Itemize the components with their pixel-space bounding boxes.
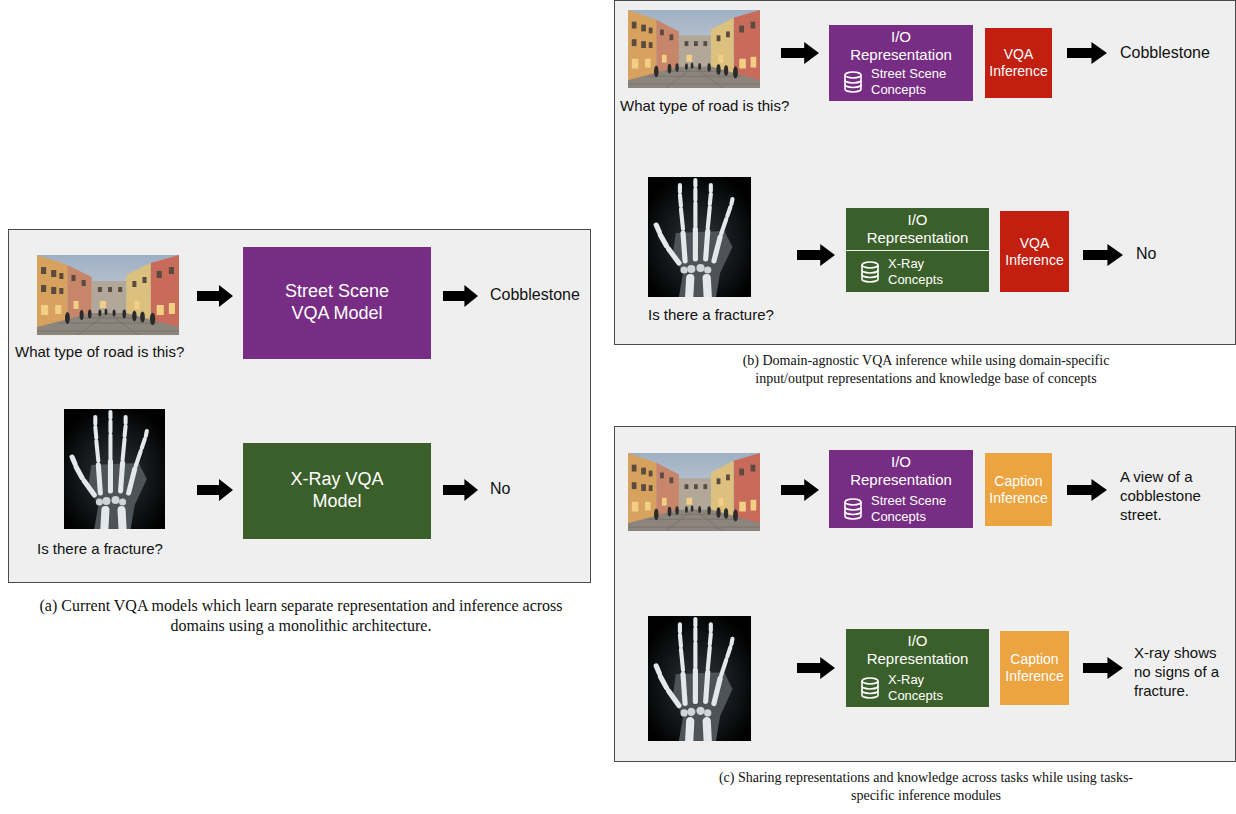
block-arrow [443, 479, 478, 501]
inference-box: VQA Inference [985, 28, 1052, 98]
panel-frame: (a) Current VQA models which learn separ… [8, 229, 591, 583]
block-arrow [1083, 244, 1123, 266]
block-arrow [197, 479, 233, 501]
xray-photo [648, 616, 751, 741]
block-arrow [797, 244, 835, 266]
street-photo [37, 255, 179, 335]
box-label: I/O Representation [859, 632, 977, 668]
concepts-box: Street Scene Concepts [829, 490, 973, 528]
representation-box: I/O Representation [829, 25, 973, 67]
xray-photo [648, 177, 751, 297]
box-label: Caption Inference [988, 473, 1049, 507]
model-box: Street Scene VQA Model [243, 247, 431, 359]
panel-caption: (b) Domain-agnostic VQA inference while … [711, 352, 1141, 387]
block-arrow [797, 657, 835, 679]
text-label: Is there a fracture? [37, 540, 163, 559]
database-icon [843, 498, 863, 520]
inference-box: Caption Inference [1000, 631, 1069, 705]
street-photo [628, 453, 760, 531]
text-label: What type of road is this? [620, 97, 789, 116]
concepts-box: X-Ray Concepts [846, 669, 989, 707]
block-arrow [781, 42, 819, 64]
text-label: Cobblestone [490, 285, 580, 305]
database-icon [843, 71, 863, 93]
panel-caption: (c) Sharing representations and knowledg… [711, 769, 1141, 804]
block-arrow [1067, 42, 1107, 64]
panel-ground [614, 0, 1236, 345]
concepts-box: Street Scene Concepts [829, 63, 973, 101]
block-arrow [1083, 657, 1123, 679]
box-label: X-Ray Concepts [888, 672, 981, 703]
block-arrow [443, 285, 478, 307]
database-icon [860, 677, 880, 699]
inference-box: VQA Inference [1000, 211, 1069, 292]
box-label: Street Scene VQA Model [267, 281, 407, 324]
box-label: Caption Inference [1003, 651, 1066, 685]
block-arrow [1067, 479, 1107, 501]
street-photo [628, 10, 760, 88]
model-box: X-Ray VQA Model [243, 443, 431, 539]
box-label: VQA Inference [988, 46, 1049, 80]
box-label: Street Scene Concepts [871, 493, 965, 524]
xray-photo [64, 409, 165, 529]
box-label: I/O Representation [859, 211, 977, 247]
block-arrow [781, 479, 819, 501]
text-label: X-ray shows no signs of a fracture. [1134, 644, 1234, 700]
text-label: No [490, 479, 510, 499]
box-label: I/O Representation [842, 28, 960, 64]
text-label: What type of road is this? [15, 343, 184, 362]
text-label: Is there a fracture? [648, 306, 774, 325]
text-label: A view of a cobblestone street. [1120, 468, 1232, 524]
box-label: X-Ray VQA Model [267, 469, 407, 512]
database-icon [860, 261, 880, 283]
panel-ground [614, 426, 1236, 762]
box-label: Street Scene Concepts [871, 66, 965, 97]
text-label: No [1136, 244, 1156, 264]
inference-box: Caption Inference [985, 453, 1052, 526]
box-label: I/O Representation [842, 453, 960, 489]
text-label: Cobblestone [1120, 43, 1210, 63]
block-arrow [197, 285, 233, 307]
representation-box: I/O Representation [846, 208, 989, 250]
panel-ground [8, 229, 591, 583]
representation-box: I/O Representation [846, 629, 989, 671]
concepts-box: X-Ray Concepts [846, 251, 989, 292]
panel-caption: (a) Current VQA models which learn separ… [31, 596, 571, 636]
representation-box: I/O Representation [829, 450, 973, 492]
box-label: X-Ray Concepts [888, 256, 981, 287]
box-label: VQA Inference [1003, 235, 1066, 269]
